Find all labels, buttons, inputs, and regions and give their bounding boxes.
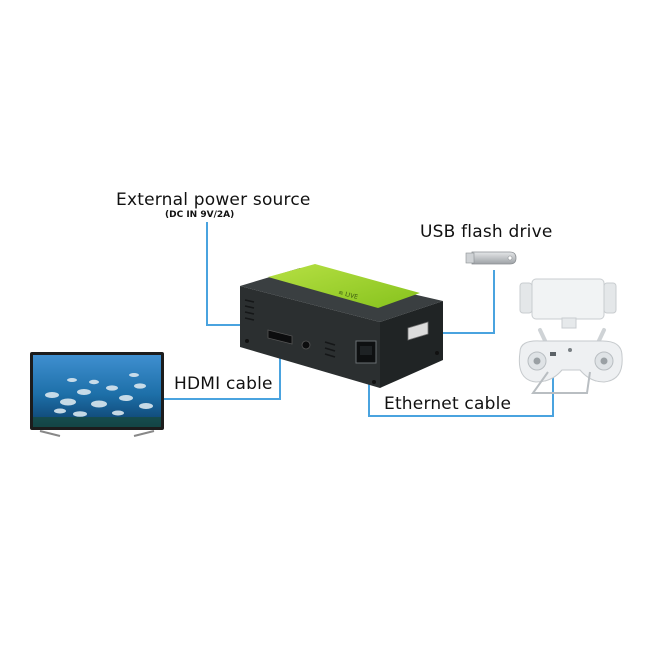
power-spec-label: (DC IN 9V/2A) — [165, 210, 235, 220]
usb-port — [407, 321, 429, 341]
remote-controller — [518, 278, 623, 394]
tv-fish-image — [45, 373, 153, 417]
power-source-label: External power source — [116, 190, 311, 210]
television — [30, 352, 164, 437]
hdmi-port — [267, 329, 293, 345]
usb-flash-drive-label: USB flash drive — [420, 222, 553, 242]
video-encoder-box: ≡ LIVE — [240, 264, 443, 388]
power-cable — [206, 222, 247, 326]
hdmi-cable — [163, 345, 281, 400]
usb-flash-drive — [465, 251, 517, 265]
cables — [163, 222, 554, 417]
usb-cable — [424, 270, 495, 334]
accent-band — [268, 264, 420, 308]
svg-text:≡ LIVE: ≡ LIVE — [337, 289, 358, 301]
ethernet-cable-label: Ethernet cable — [384, 394, 512, 414]
hdmi-cable-label: HDMI cable — [174, 374, 273, 394]
ethernet-cable — [368, 355, 554, 417]
dc-jack — [301, 340, 311, 350]
